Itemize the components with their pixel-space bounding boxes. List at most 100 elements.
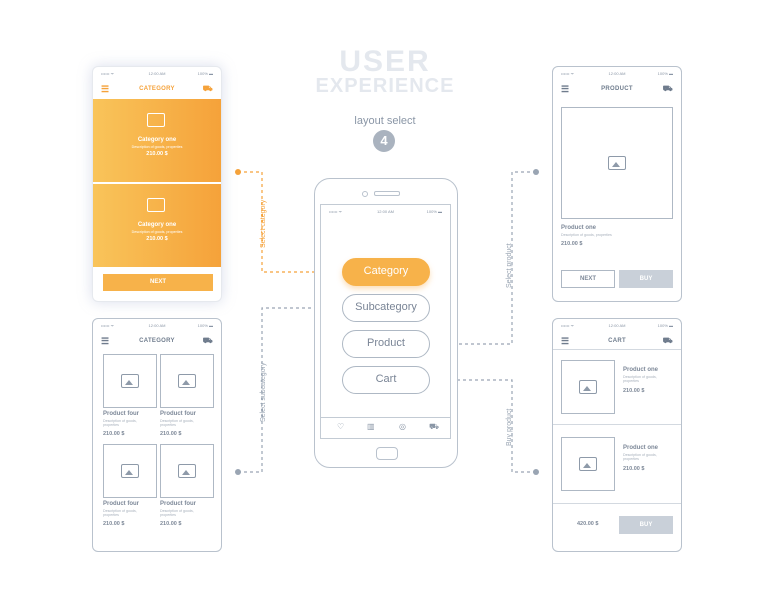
battery-status: 100% ▬ [197, 71, 213, 76]
category-tile-1[interactable]: Category one Description of goods, prope… [93, 99, 221, 182]
product-card[interactable]: Product four Description of goods, prope… [160, 354, 214, 439]
product-card[interactable]: Product four Description of goods, prope… [103, 354, 157, 439]
next-button[interactable]: NEXT [103, 274, 213, 291]
time-status: 12:00 AM [608, 323, 626, 328]
status-bar: •••••• ᯤ 12:00 AM 100% ▬ [553, 323, 681, 331]
category-desc: Description of goods, properties [131, 230, 183, 234]
user-icon[interactable]: ◎ [399, 422, 406, 431]
product-image [160, 354, 214, 408]
select-subcategory-label: Select subcategory [260, 362, 267, 422]
product-button[interactable]: Product [342, 330, 430, 358]
buy-button[interactable]: BUY [619, 516, 673, 534]
battery-status: 100% ▬ [657, 323, 673, 328]
cart-header: ☰ CART ⛟ [553, 333, 681, 349]
menu-icon[interactable]: ☰ [561, 336, 570, 346]
category-button[interactable]: Category [342, 258, 430, 286]
image-icon [579, 380, 597, 394]
product-price: 210.00 $ [623, 466, 645, 472]
cart-screen: •••••• ᯤ 12:00 AM 100% ▬ ☰ CART ⛟ Produc… [552, 318, 682, 552]
title-line2: EXPERIENCE [315, 75, 455, 97]
product-name: Product four [103, 411, 139, 417]
product-card[interactable]: Product four Description of goods, prope… [160, 444, 214, 529]
header-title: CATEGORY [139, 86, 175, 92]
buy-button[interactable]: BUY [619, 270, 673, 288]
cart-icon[interactable]: ⛟ [662, 84, 673, 93]
camera [362, 191, 368, 197]
product-image [103, 354, 157, 408]
product-name: Product one [623, 445, 659, 451]
product-price: 210.00 $ [160, 431, 182, 437]
signal-status: •••••• ᯤ [561, 323, 575, 328]
battery-status: 100% ▬ [197, 323, 213, 328]
layout-select-badge: 4 [373, 130, 395, 152]
chart-icon[interactable]: ▥ [367, 422, 375, 431]
center-screen: •••••• ᯤ 12:00 AM 100% ▬ ♡ ▥ ◎ ⛟ [320, 204, 451, 439]
cart-icon[interactable]: ⛟ [429, 422, 440, 431]
signal-status: •••••• ᯤ [329, 209, 343, 214]
product-desc: Description of goods, properties [103, 509, 137, 517]
cart-icon[interactable]: ⛟ [662, 336, 673, 345]
product-name: Product one [623, 367, 659, 373]
product-desc: Description of goods, properties [103, 419, 137, 427]
select-product-label: Select product [506, 243, 513, 288]
product-name: Product one [561, 225, 597, 231]
cart-icon[interactable]: ⛟ [202, 84, 213, 93]
image-icon [147, 113, 165, 127]
page-title: USER EXPERIENCE [300, 45, 470, 97]
product-desc: Description of goods, properties [160, 509, 194, 517]
product-image [561, 107, 673, 219]
menu-icon[interactable]: ☰ [101, 84, 110, 94]
header-title: CART [608, 338, 626, 344]
category-header: ☰ CATEGORY ⛟ [93, 81, 221, 97]
center-phone: •••••• ᯤ 12:00 AM 100% ▬ ♡ ▥ ◎ ⛟ [314, 178, 458, 468]
subcategory-header: ☰ CATEGORY ⛟ [93, 333, 221, 349]
select-category-label: Select category [260, 199, 267, 248]
bottom-nav: ♡ ▥ ◎ ⛟ [321, 417, 450, 438]
product-card[interactable]: Product four Description of goods, prope… [103, 444, 157, 529]
product-desc: Description of goods, properties [561, 233, 612, 237]
image-icon [608, 156, 626, 170]
subcategory-screen: •••••• ᯤ 12:00 AM 100% ▬ ☰ CATEGORY ⛟ Pr… [92, 318, 222, 552]
category-tile-2[interactable]: Category one Description of goods, prope… [93, 184, 221, 267]
product-header: ☰ PRODUCT ⛟ [553, 81, 681, 97]
heart-icon[interactable]: ♡ [337, 422, 345, 431]
home-button[interactable] [376, 447, 398, 460]
cart-item[interactable]: Product one Description of goods, proper… [553, 424, 681, 504]
subcategory-button[interactable]: Subcategory [342, 294, 430, 322]
status-bar: •••••• ᯤ 12:00 AM 100% ▬ [321, 209, 450, 217]
cart-button[interactable]: Cart [342, 366, 430, 394]
time-status: 12:00 AM [148, 323, 166, 328]
signal-status: •••••• ᯤ [561, 71, 575, 76]
category-price: 210.00 $ [146, 236, 168, 242]
image-icon [121, 374, 139, 388]
menu-icon[interactable]: ☰ [101, 336, 110, 346]
menu-icon[interactable]: ☰ [561, 84, 570, 94]
product-name: Product four [160, 411, 196, 417]
category-name: Category one [137, 222, 177, 228]
image-icon [579, 457, 597, 471]
product-price: 210.00 $ [103, 431, 125, 437]
signal-status: •••••• ᯤ [101, 71, 115, 76]
time-status: 12:00 AM [608, 71, 626, 76]
cart-total: 420.00 $ [577, 521, 599, 527]
product-desc: Description of goods, properties [160, 419, 194, 427]
product-price: 210.00 $ [160, 521, 182, 527]
product-desc: Description of goods, properties [623, 453, 657, 461]
next-button[interactable]: NEXT [561, 270, 615, 288]
header-title: CATEGORY [139, 338, 175, 344]
cart-icon[interactable]: ⛟ [202, 336, 213, 345]
image-icon [147, 198, 165, 212]
battery-status: 100% ▬ [426, 209, 442, 214]
layout-select-label: layout select [354, 115, 416, 127]
title-line1: USER [339, 45, 431, 78]
category-name: Category one [137, 137, 177, 143]
category-price: 210.00 $ [146, 151, 168, 157]
category-screen-orange: •••••• ᯤ 12:00 AM 100% ▬ ☰ CATEGORY ⛟ Ca… [92, 66, 222, 302]
speaker [374, 191, 400, 196]
header-title: PRODUCT [601, 86, 633, 92]
status-bar: •••••• ᯤ 12:00 AM 100% ▬ [93, 323, 221, 331]
cart-item[interactable]: Product one Description of goods, proper… [553, 349, 681, 425]
status-bar: •••••• ᯤ 12:00 AM 100% ▬ [93, 71, 221, 79]
product-image [160, 444, 214, 498]
